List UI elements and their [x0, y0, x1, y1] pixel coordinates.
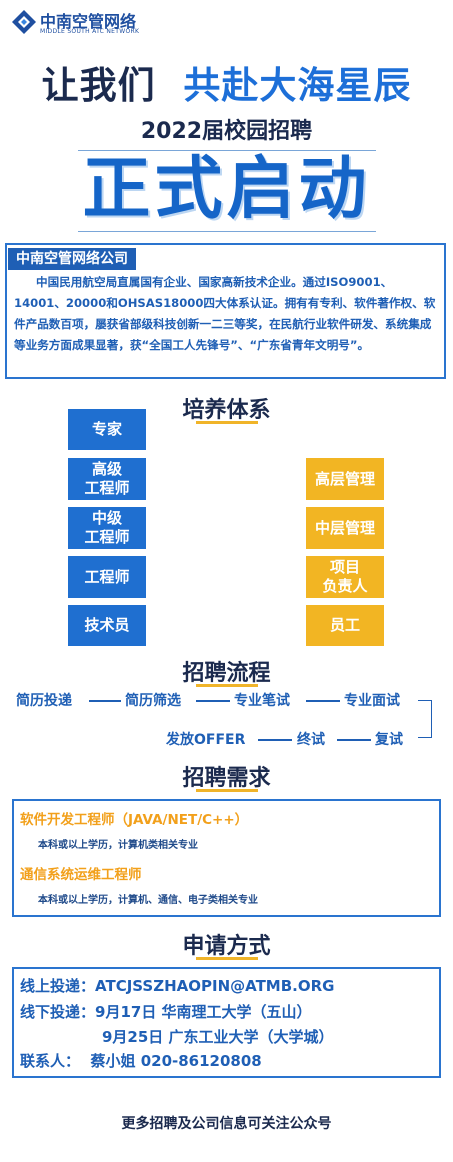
step-resume-screen: 简历筛选	[125, 693, 181, 709]
job-desc-comm-ops: 本科或以上学历，计算机、通信、电子类相关专业	[38, 895, 258, 906]
divider-bottom	[78, 231, 376, 232]
flow-connector	[306, 700, 340, 702]
headline: 让我们 共赴大海星辰	[0, 55, 453, 109]
apply-box	[12, 967, 441, 1078]
mgmt-level-staff: 员工	[306, 605, 384, 646]
job-desc-software: 本科或以上学历，计算机类相关专业	[38, 840, 198, 851]
job-title-comm-ops: 通信系统运维工程师	[20, 867, 142, 883]
brand-name-cn: 中南空管网络	[40, 12, 137, 31]
step-second-interview: 复试	[375, 732, 403, 748]
training-title: 培养体系	[182, 398, 271, 423]
company-description: 中国民用航空局直属国有企业、国家高新技术企业。通过ISO9001、14001、2…	[14, 275, 436, 352]
job-title-software: 软件开发工程师（JAVA/NET/C++）	[20, 812, 249, 828]
requirements-box	[12, 799, 441, 917]
tech-level-engineer: 工程师	[68, 556, 146, 598]
tech-level-mid-engineer: 中级 工程师	[68, 507, 146, 549]
apply-title: 申请方式	[182, 934, 271, 959]
step-resume-submit: 简历投递	[16, 693, 72, 709]
process-title: 招聘流程	[182, 661, 271, 686]
headline-part-a: 让我们	[41, 64, 156, 107]
training-title-underline	[196, 421, 258, 424]
launch-title: 正式启动	[82, 150, 371, 229]
mgmt-level-middle: 中层管理	[306, 507, 384, 549]
apply-title-underline	[196, 957, 258, 960]
process-title-underline	[196, 684, 258, 687]
flow-connector	[337, 739, 371, 741]
requirements-title: 招聘需求	[182, 766, 271, 791]
company-box	[5, 243, 446, 379]
apply-contact-label: 联系人：	[20, 1052, 81, 1070]
tech-level-technician: 技术员	[68, 605, 146, 646]
apply-offline: 线下投递：9月17日 华南理工大学（五山）	[20, 1001, 312, 1022]
step-offer: 发放OFFER	[166, 732, 246, 748]
flow-connector	[258, 739, 292, 741]
step-interview: 专业面试	[344, 693, 400, 709]
apply-online: 线上投递：ATCJSSZHAOPIN@ATMB.ORG	[20, 975, 334, 996]
apply-offline-session-2: 9月25日 广东工业大学（大学城）	[102, 1028, 334, 1046]
flow-connector	[89, 700, 121, 702]
apply-offline-session-1: 9月17日 华南理工大学（五山）	[95, 1003, 312, 1021]
company-tag: 中南空管网络公司	[8, 248, 136, 270]
paper-plane-logo-icon	[12, 10, 36, 34]
requirements-title-underline	[196, 789, 258, 792]
apply-online-label: 线上投递：	[20, 977, 96, 995]
tech-level-senior-engineer: 高级 工程师	[68, 458, 146, 500]
step-written-test: 专业笔试	[234, 693, 290, 709]
brand-name-en: MIDDLE SOUTH ATC NETWORK	[40, 28, 140, 35]
recruit-subtitle: 2022届校园招聘	[140, 119, 313, 144]
flow-bracket	[418, 700, 432, 738]
brand-logo: 中南空管网络 MIDDLE SOUTH ATC NETWORK	[10, 6, 210, 42]
mgmt-level-project-lead: 项目 负责人	[306, 556, 384, 598]
apply-online-email[interactable]: ATCJSSZHAOPIN@ATMB.ORG	[95, 977, 335, 995]
apply-contact-value: 蔡小姐 020-86120808	[90, 1052, 262, 1070]
divider-top	[78, 150, 376, 151]
apply-offline-label: 线下投递：	[20, 1003, 96, 1021]
mgmt-level-senior: 高层管理	[306, 458, 384, 500]
step-final-test: 终试	[297, 732, 325, 748]
headline-part-b: 共赴大海星辰	[183, 64, 412, 107]
tech-level-expert: 专家	[68, 409, 146, 450]
footer-note: 更多招聘及公司信息可关注公众号	[121, 1116, 332, 1132]
flow-connector	[196, 700, 230, 702]
apply-contact: 联系人： 蔡小姐 020-86120808	[20, 1050, 262, 1071]
